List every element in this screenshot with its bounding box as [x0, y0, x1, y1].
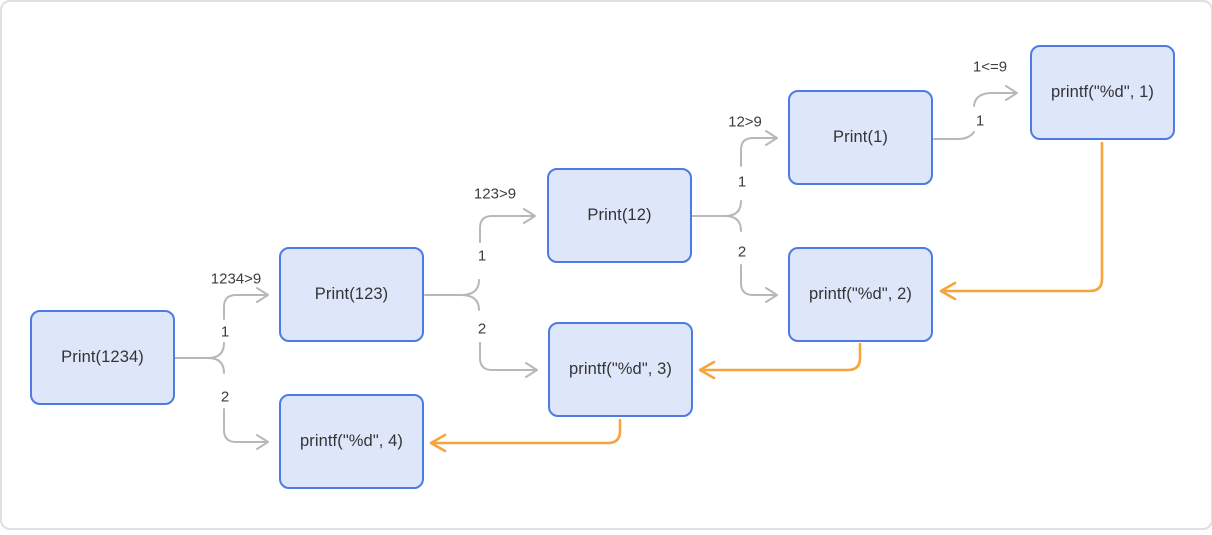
condition-label-12: 12>9	[728, 113, 762, 131]
condition-label-1234: 1234>9	[210, 270, 262, 288]
node-printf-1: printf("%d", 1)	[1030, 45, 1175, 140]
edge-print12-to-printf2	[740, 264, 778, 303]
step-label-print1-1: 1	[975, 112, 985, 130]
edge-printf1-to-printf2	[939, 141, 1104, 301]
step-label-print1234-1: 1	[220, 323, 230, 341]
node-printf-4: printf("%d", 4)	[279, 394, 424, 489]
step-label-print12-1: 1	[737, 173, 747, 191]
node-print-12: Print(12)	[547, 168, 692, 263]
node-print-1234-label: Print(1234)	[61, 348, 144, 366]
node-print-1234: Print(1234)	[30, 310, 175, 405]
node-printf-2-label: printf("%d", 2)	[808, 285, 913, 303]
edge-print1-to-printf1	[973, 85, 1018, 107]
edge-printf2-to-printf3	[698, 342, 862, 380]
node-printf-3-label: printf("%d", 3)	[568, 360, 673, 378]
node-printf-2: printf("%d", 2)	[788, 247, 933, 342]
edge-print1-stem	[933, 131, 975, 140]
edge-print123-fork	[424, 279, 480, 311]
step-label-print123-1: 1	[477, 247, 487, 265]
edge-printf3-to-printf4	[429, 418, 622, 453]
condition-label-123: 123>9	[473, 185, 517, 203]
edge-print1234-to-print123	[223, 287, 269, 320]
node-print-1: Print(1)	[788, 90, 933, 185]
edge-print12-to-print1	[740, 130, 778, 167]
node-printf-4-label: printf("%d", 4)	[299, 432, 404, 450]
node-print-12-label: Print(12)	[587, 206, 652, 224]
node-print-123: Print(123)	[279, 247, 424, 342]
edge-print1234-to-printf4	[223, 408, 269, 450]
edge-print12-fork	[692, 200, 742, 232]
node-printf-1-label: printf("%d", 1)	[1050, 83, 1155, 101]
step-label-print1234-2: 2	[220, 388, 230, 406]
edge-print123-to-printf3	[479, 342, 538, 378]
step-label-print123-2: 2	[477, 320, 487, 338]
edge-print1234-fork	[174, 342, 225, 374]
node-print-123-label: Print(123)	[314, 285, 389, 303]
node-printf-3: printf("%d", 3)	[548, 322, 693, 417]
step-label-print12-2: 2	[737, 243, 747, 261]
edge-print123-to-print12	[479, 208, 536, 243]
condition-label-1: 1<=9	[972, 58, 1008, 76]
node-print-1-label: Print(1)	[833, 128, 888, 146]
